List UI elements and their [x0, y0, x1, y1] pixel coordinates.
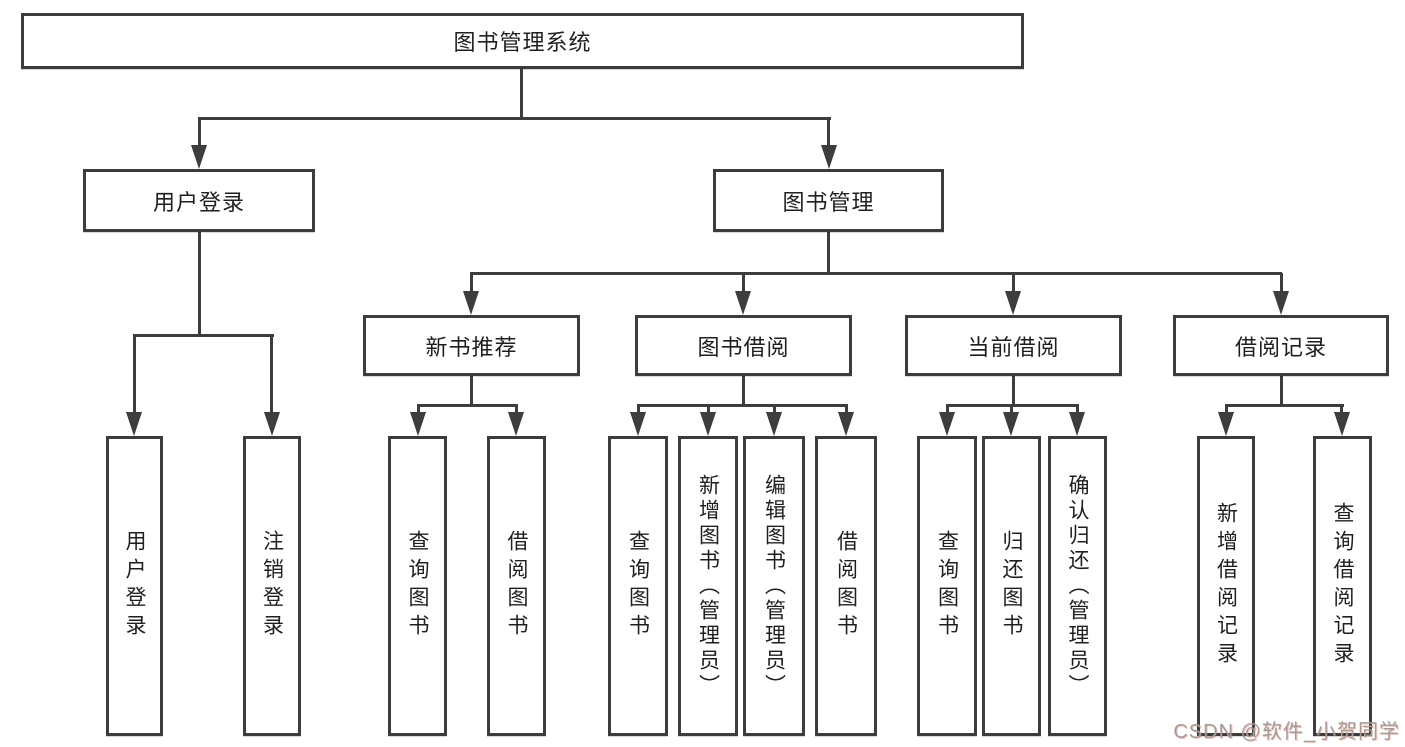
arrow-down-icon	[1003, 412, 1019, 436]
connector-leaf-stem	[1010, 405, 1013, 417]
leaf-user-login: 用户登录	[106, 436, 163, 736]
node-label: 新增图书（管理员）	[696, 473, 720, 699]
connector-l3-stem	[1280, 273, 1283, 292]
arrow-down-icon	[1005, 291, 1021, 315]
node-label: 编辑图书（管理员）	[762, 473, 786, 699]
arrow-down-icon	[508, 412, 524, 436]
leaf-query-books: 查询图书	[917, 436, 977, 736]
connector-leaf-stem	[1340, 405, 1343, 417]
connector-leaf-stem	[845, 405, 848, 417]
node-book-management: 图书管理	[713, 169, 944, 232]
arrow-down-icon	[838, 412, 854, 436]
node-label: 注销登录	[260, 530, 284, 642]
arrow-down-icon	[1218, 412, 1234, 436]
node-label: 查询借阅记录	[1331, 502, 1354, 670]
arrow-down-icon	[410, 412, 426, 436]
node-label: 借阅记录	[1234, 334, 1327, 360]
arrow-down-icon	[463, 291, 479, 315]
node-label: 图书管理	[782, 189, 875, 215]
node-book-borrow: 图书借阅	[635, 315, 852, 376]
arrow-down-icon	[264, 412, 280, 436]
connector-leaf-stem	[773, 405, 776, 417]
leaf-borrow-books: 借阅图书	[487, 436, 546, 736]
connector-l3-stem	[742, 273, 745, 292]
connector-leaf-stem	[1076, 405, 1079, 417]
node-label: 用户登录	[123, 530, 146, 642]
connector-leaf-stem	[707, 405, 710, 417]
connector-current-down	[1012, 376, 1015, 406]
connector-root-stem	[520, 69, 523, 118]
arrow-down-icon	[1334, 412, 1350, 436]
connector-user-login-down	[198, 232, 201, 335]
node-label: 当前借阅	[967, 334, 1060, 360]
connector-records-down	[1280, 376, 1283, 406]
arrow-down-icon	[939, 412, 955, 436]
node-label: 借阅图书	[505, 530, 528, 642]
connector-book-mgmt-stem	[827, 118, 830, 148]
leaf-add-borrow-record: 新增借阅记录	[1197, 436, 1255, 736]
node-label: 新书推荐	[425, 334, 518, 360]
connector-l3-stem	[470, 273, 473, 292]
node-label: 确认归还（管理员）	[1066, 473, 1089, 699]
arrow-down-icon	[630, 412, 646, 436]
node-label: 查询图书	[406, 530, 429, 642]
connector-recommend-bar	[417, 404, 518, 407]
arrow-down-icon	[735, 291, 751, 315]
connector-leaf-stem	[637, 405, 640, 417]
node-label: 新增借阅记录	[1214, 502, 1238, 670]
connector-records-bar	[1225, 404, 1344, 407]
connector-level1-bar	[198, 117, 831, 120]
leaf-borrow-books: 借阅图书	[815, 436, 877, 736]
node-label: 图书借阅	[697, 334, 790, 360]
connector-leaf-stem	[270, 335, 273, 413]
connector-borrow-bar	[637, 404, 848, 407]
arrow-down-icon	[1273, 291, 1289, 315]
leaf-query-borrow-record: 查询借阅记录	[1313, 436, 1372, 736]
arrow-down-icon	[766, 412, 782, 436]
connector-leaf-stem	[515, 405, 518, 417]
connector-leaf-stem	[417, 405, 420, 417]
connector-book-mgmt-down	[827, 232, 830, 273]
node-borrow-records: 借阅记录	[1173, 315, 1389, 376]
leaf-add-books-admin: 新增图书（管理员）	[678, 436, 738, 736]
connector-user-login-bar	[133, 334, 274, 337]
connector-leaf-stem	[133, 335, 136, 413]
node-label: 查询图书	[935, 530, 959, 642]
connector-recommend-down	[470, 376, 473, 406]
node-new-book-recommend: 新书推荐	[363, 315, 580, 376]
arrow-down-icon	[1069, 412, 1085, 436]
arrow-down-icon	[700, 412, 716, 436]
arrow-down-icon	[191, 145, 207, 169]
connector-user-login-stem	[198, 118, 201, 148]
arrow-down-icon	[126, 412, 142, 436]
connector-level2-bar	[470, 272, 1282, 275]
connector-borrow-down	[742, 376, 745, 406]
connector-leaf-stem	[1225, 405, 1228, 417]
node-label: 用户登录	[152, 189, 245, 215]
leaf-query-books: 查询图书	[388, 436, 447, 736]
leaf-confirm-return-admin: 确认归还（管理员）	[1048, 436, 1107, 736]
leaf-edit-books-admin: 编辑图书（管理员）	[743, 436, 805, 736]
arrow-down-icon	[821, 145, 837, 169]
leaf-return-books: 归还图书	[982, 436, 1041, 736]
node-user-login: 用户登录	[83, 169, 315, 232]
connector-l3-stem	[1012, 273, 1015, 292]
node-library-system-root: 图书管理系统	[21, 13, 1024, 69]
node-label: 借阅图书	[834, 530, 858, 642]
node-label: 查询图书	[626, 530, 650, 642]
node-label: 图书管理系统	[453, 30, 592, 55]
connector-leaf-stem	[946, 405, 949, 417]
leaf-query-books: 查询图书	[608, 436, 668, 736]
node-label: 归还图书	[1000, 530, 1023, 642]
csdn-watermark: CSDN @软件_小贺同学	[1173, 721, 1400, 743]
leaf-logout: 注销登录	[243, 436, 301, 736]
node-current-borrow: 当前借阅	[905, 315, 1122, 376]
